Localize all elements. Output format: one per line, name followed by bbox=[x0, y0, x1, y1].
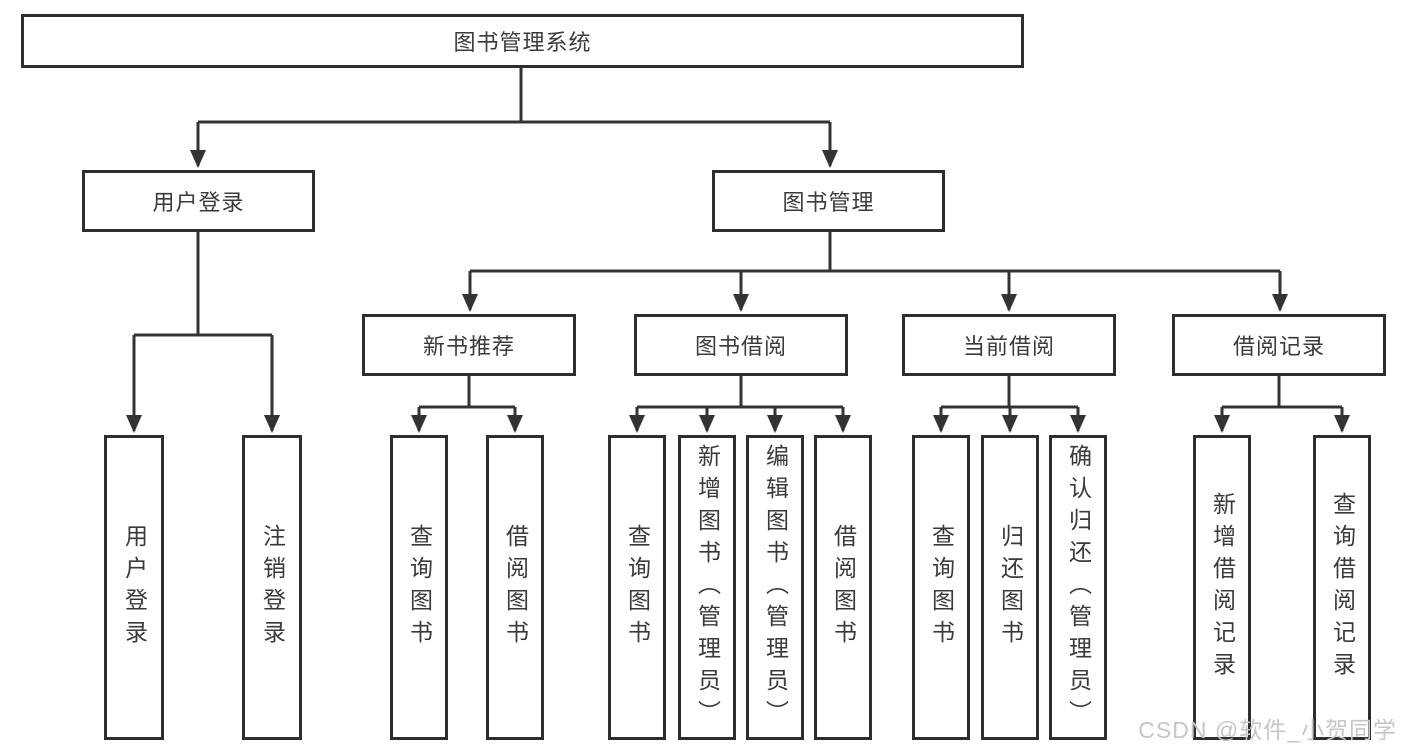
leaf-add-borrow-record: 新增借阅记录 bbox=[1193, 435, 1251, 740]
node-label: 新书推荐 bbox=[422, 334, 515, 359]
node-label: 确认归还（管理员） bbox=[1065, 443, 1092, 732]
leaf-query-books-borrow: 查询图书 bbox=[608, 435, 666, 740]
node-library-management-system: 图书管理系统 bbox=[21, 14, 1024, 68]
node-label: 用户登录 bbox=[152, 190, 245, 215]
leaf-edit-books-admin: 编辑图书（管理员） bbox=[746, 435, 804, 740]
node-label: 借阅图书 bbox=[502, 523, 529, 652]
node-current-borrow: 当前借阅 bbox=[902, 314, 1116, 376]
csdn-watermark: CSDN @软件_小贺同学 bbox=[1138, 717, 1397, 743]
leaf-query-books-current: 查询图书 bbox=[912, 435, 970, 740]
leaf-add-books-admin: 新增图书（管理员） bbox=[678, 435, 736, 740]
node-label: 查询借阅记录 bbox=[1329, 491, 1356, 684]
node-label: 新增借阅记录 bbox=[1209, 491, 1236, 684]
node-label: 查询图书 bbox=[624, 523, 651, 652]
node-label: 查询图书 bbox=[928, 523, 955, 652]
node-label: 图书借阅 bbox=[694, 334, 787, 359]
node-label: 用户登录 bbox=[121, 523, 148, 652]
leaf-borrow-books: 借阅图书 bbox=[814, 435, 872, 740]
node-label: 新增图书（管理员） bbox=[694, 443, 721, 732]
node-label: 借阅图书 bbox=[830, 523, 857, 652]
node-label: 图书管理 bbox=[782, 190, 875, 215]
leaf-logout: 注销登录 bbox=[242, 435, 302, 740]
leaf-borrow-books-recommend: 借阅图书 bbox=[486, 435, 544, 740]
leaf-confirm-return-admin: 确认归还（管理员） bbox=[1049, 435, 1107, 740]
node-label: 归还图书 bbox=[997, 523, 1024, 652]
node-label: 借阅记录 bbox=[1232, 334, 1325, 359]
node-label: 查询图书 bbox=[406, 523, 433, 652]
node-borrow-records: 借阅记录 bbox=[1172, 314, 1386, 376]
node-new-book-recommend: 新书推荐 bbox=[362, 314, 576, 376]
node-label: 注销登录 bbox=[259, 523, 286, 652]
leaf-user-login: 用户登录 bbox=[104, 435, 164, 740]
node-book-management: 图书管理 bbox=[712, 170, 945, 232]
node-user-login: 用户登录 bbox=[82, 170, 315, 232]
node-label: 编辑图书（管理员） bbox=[762, 443, 789, 732]
node-label: 当前借阅 bbox=[962, 334, 1055, 359]
node-book-borrow: 图书借阅 bbox=[634, 314, 848, 376]
node-label: 图书管理系统 bbox=[453, 30, 592, 55]
leaf-query-borrow-record: 查询借阅记录 bbox=[1313, 435, 1371, 740]
leaf-query-books-recommend: 查询图书 bbox=[390, 435, 448, 740]
leaf-return-books: 归还图书 bbox=[981, 435, 1039, 740]
